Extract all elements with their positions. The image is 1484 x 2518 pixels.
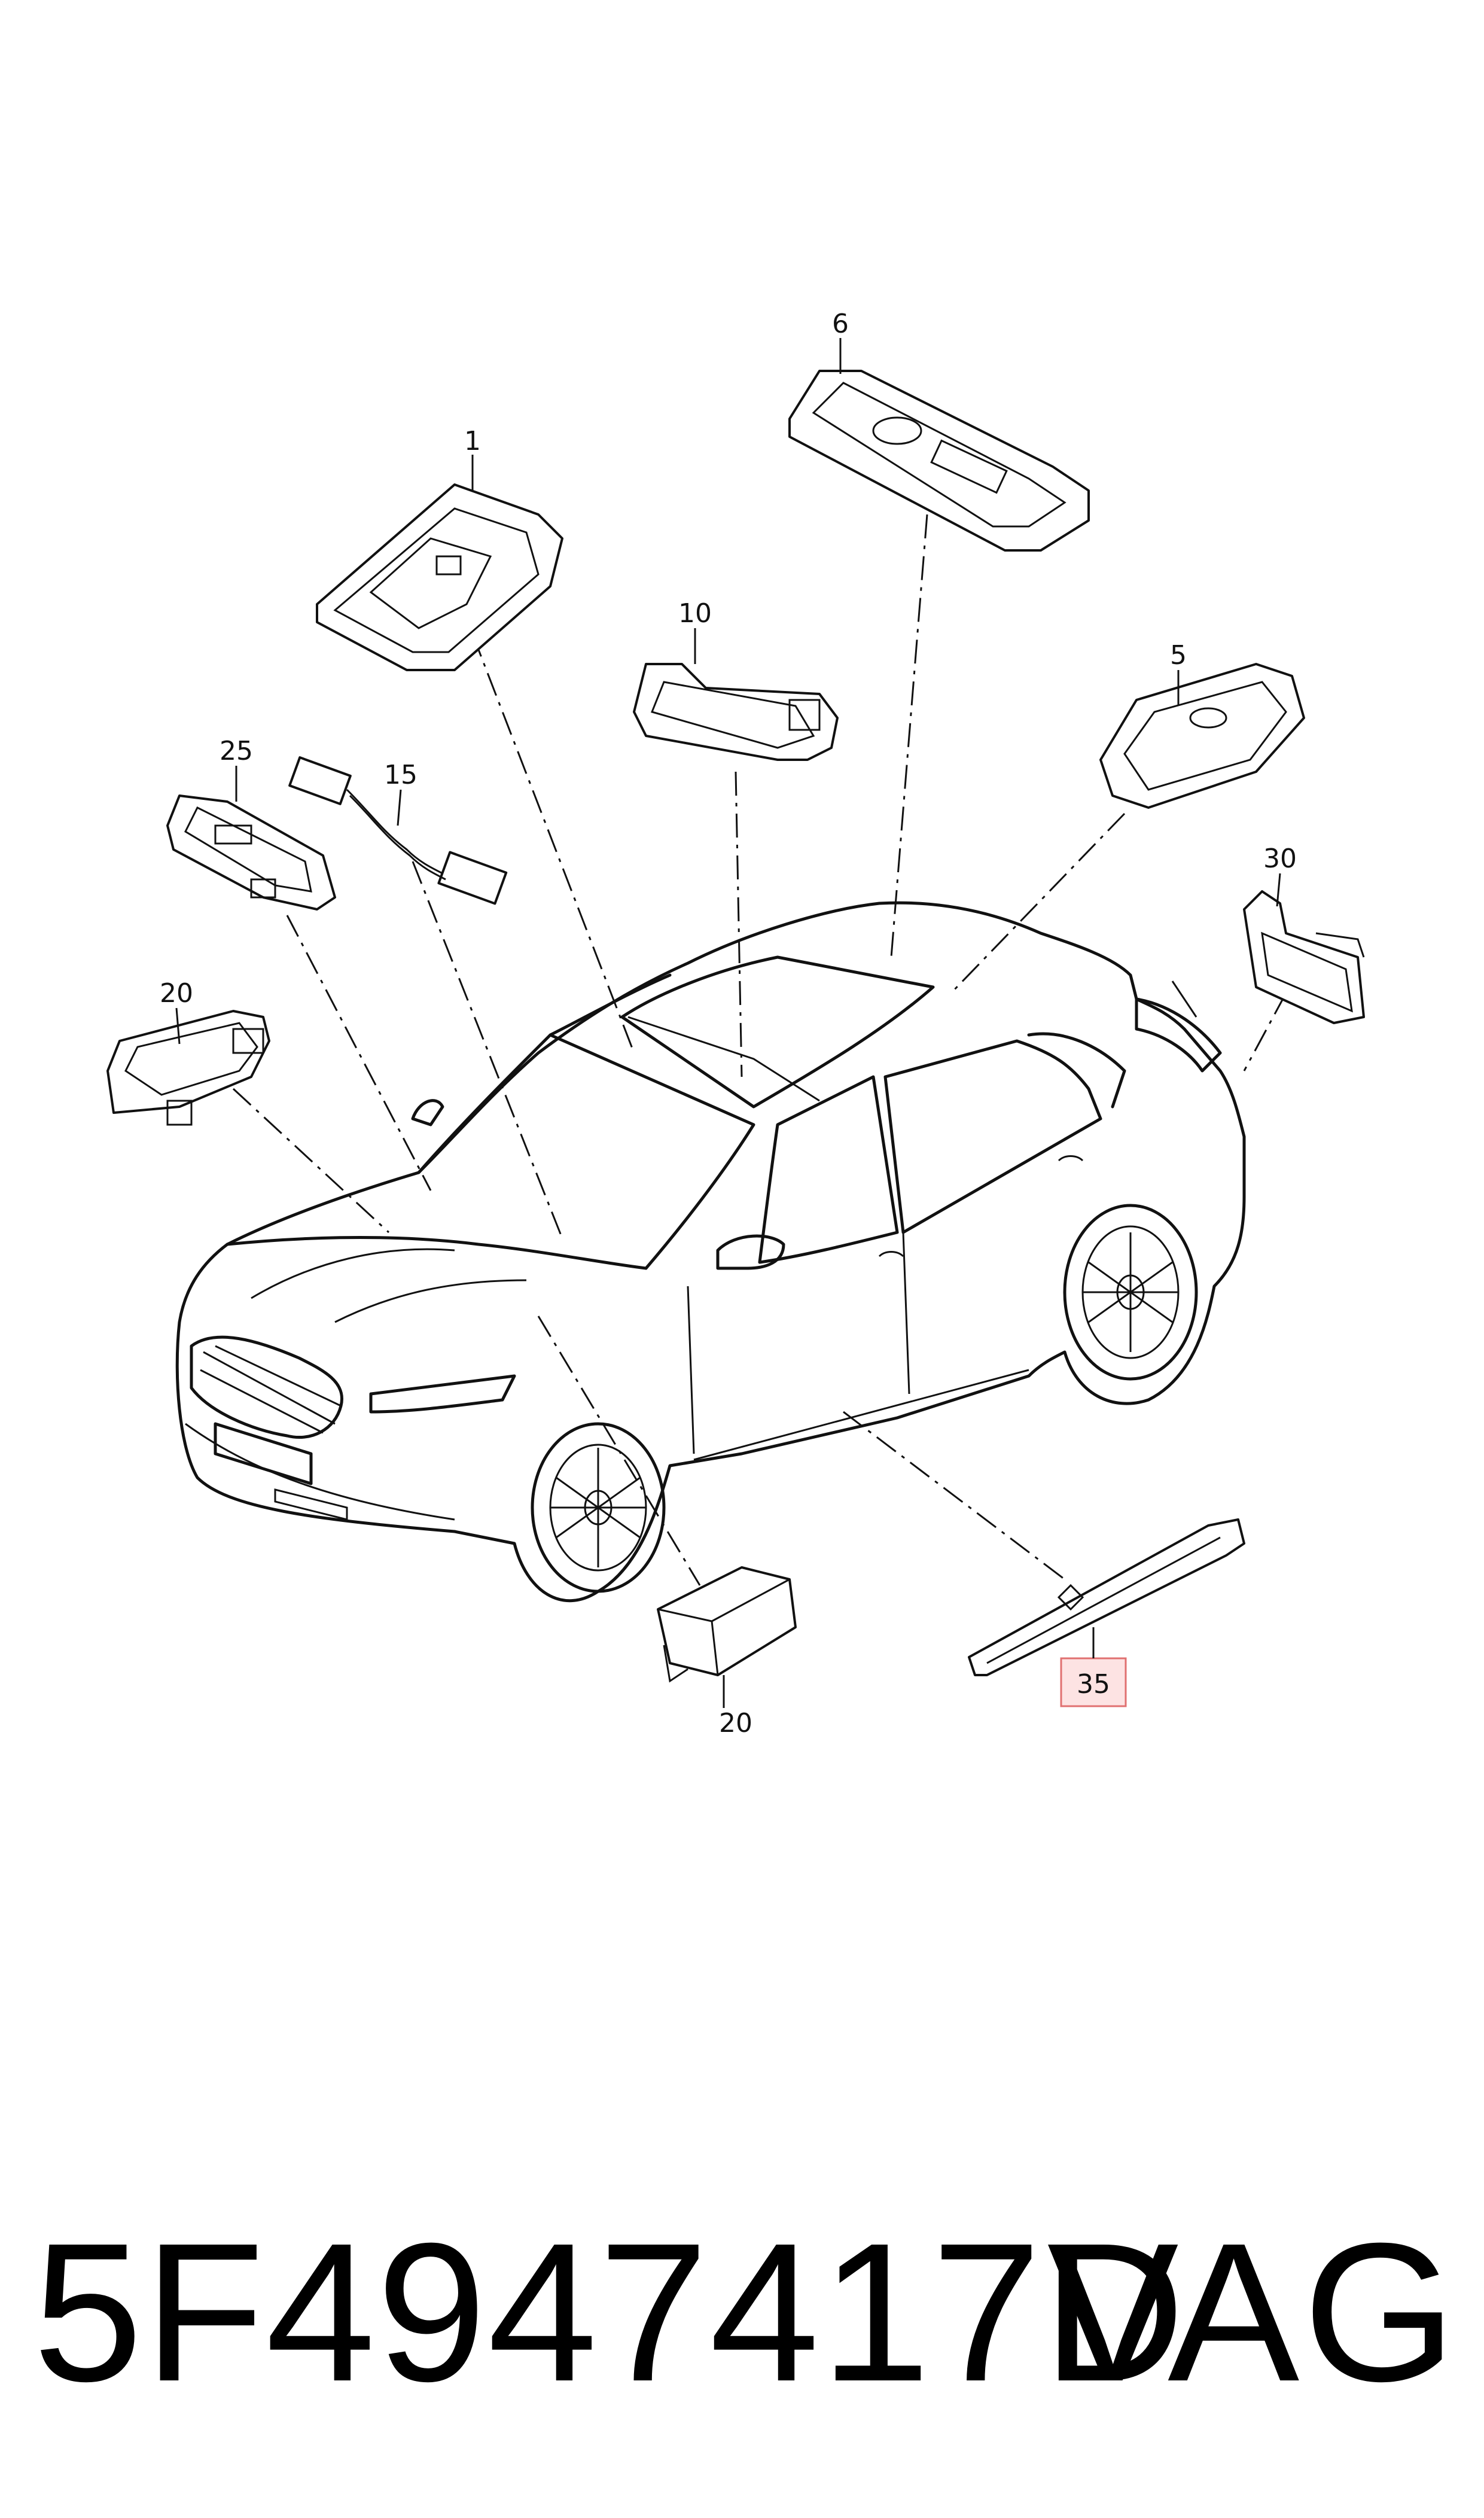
callout-5: 5 [1170, 640, 1187, 671]
callout-20-bottom: 20 [719, 1708, 752, 1738]
callout-25: 25 [220, 736, 253, 766]
parts-diagram: 1 6 10 5 25 15 30 20 20 35 [106, 309, 1365, 1738]
part-20-switch-left [106, 1010, 270, 1126]
callout-20-left: 20 [160, 978, 193, 1009]
callout-35: 35 [1077, 1669, 1110, 1700]
part-20-control-unit [657, 1566, 797, 1683]
rear-wheel [1063, 1204, 1198, 1381]
vehicle-illustration [175, 901, 1246, 1603]
part-6-roof-light [788, 370, 1090, 552]
part-25-switch [166, 794, 336, 911]
callout-labels: 1 6 10 5 25 15 30 20 20 35 [160, 309, 1297, 1738]
callout-6: 6 [832, 309, 849, 339]
callout-15: 15 [384, 760, 418, 790]
callout-1: 1 [464, 426, 481, 456]
part-35-sill-trim [968, 1518, 1245, 1676]
part-10-footwell-light [633, 663, 839, 761]
brand-caption: VAG [1047, 2202, 1460, 2422]
callout-10: 10 [678, 598, 712, 629]
part-1-interior-light [316, 483, 563, 671]
part-5-light [1099, 663, 1305, 809]
part-15-wiring-harness [288, 756, 508, 905]
part-number-caption: 5F4947417D [33, 2202, 1187, 2422]
front-wheel [531, 1422, 666, 1593]
part-30-rear-module [1243, 890, 1365, 1024]
leader-lines [232, 514, 1287, 1586]
callout-30: 30 [1263, 844, 1297, 874]
